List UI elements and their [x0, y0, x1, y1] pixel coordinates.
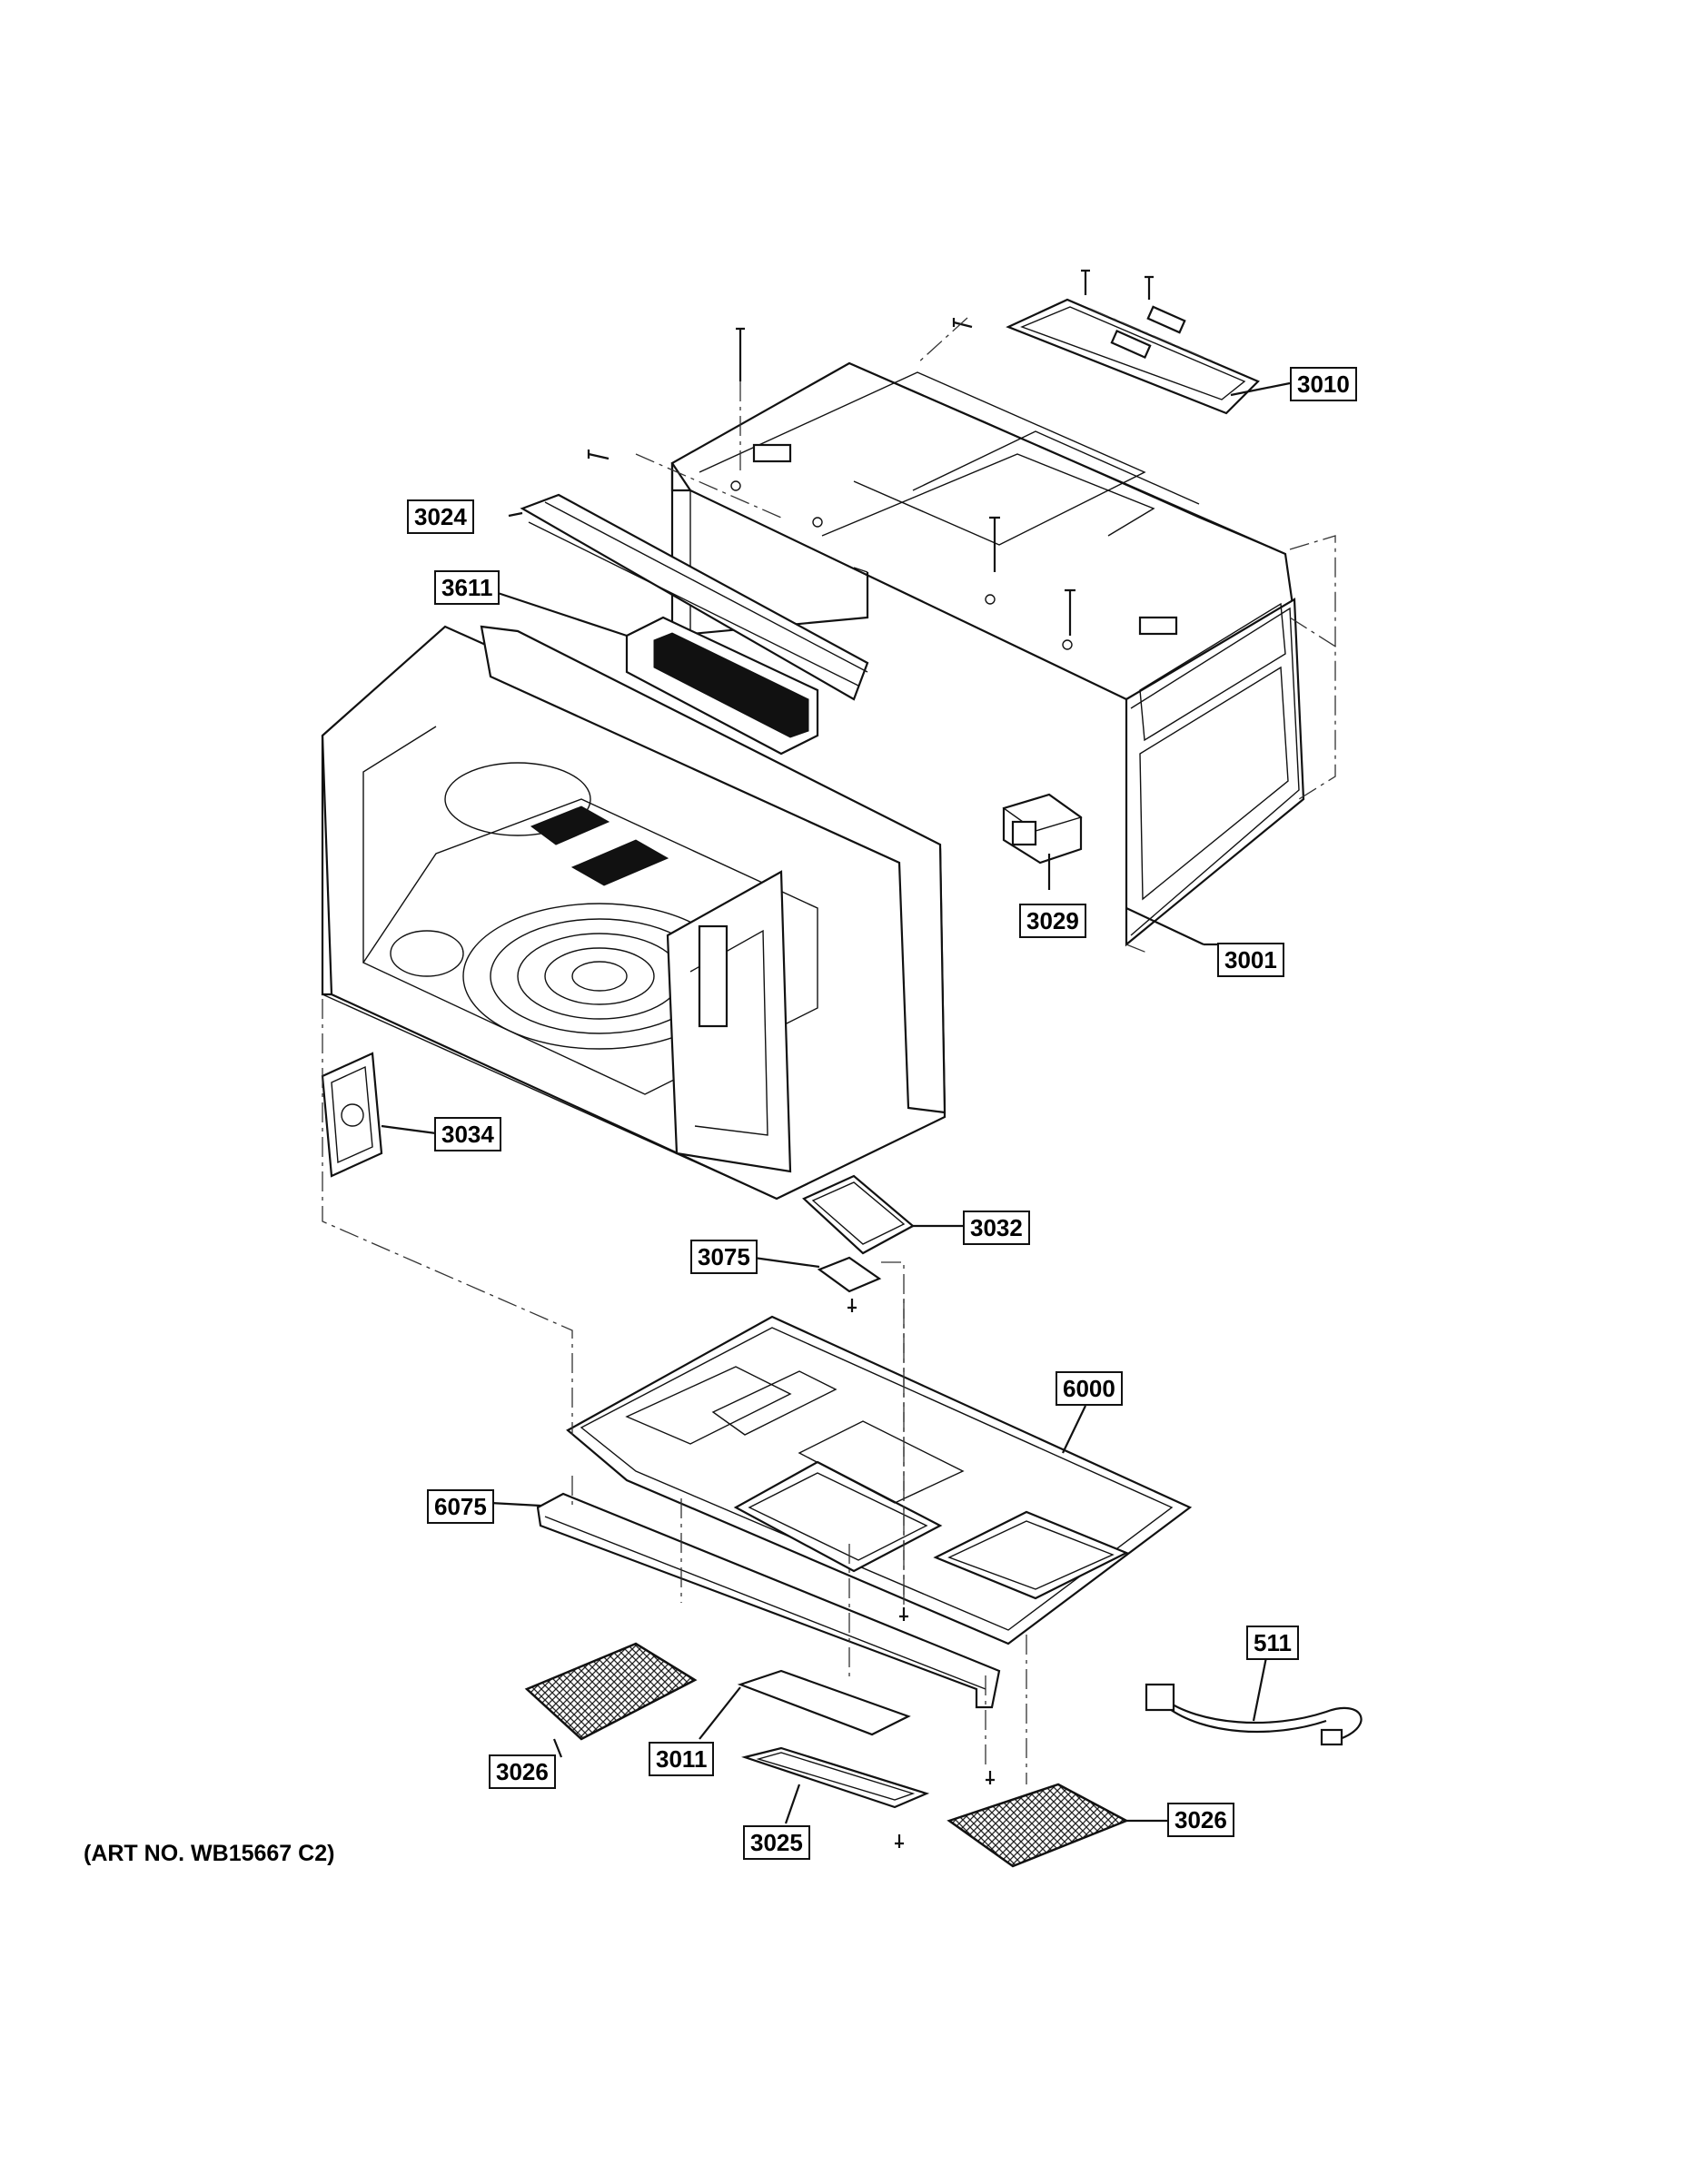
- part-label-3010: 3010: [1290, 367, 1357, 401]
- part-label-6075: 6075: [427, 1489, 494, 1524]
- grease-filter-3026-left: [524, 1642, 698, 1741]
- grease-filter-3026-right: [947, 1783, 1129, 1868]
- screws-top: [587, 269, 1154, 636]
- part-label-3026-right: 3026: [1167, 1803, 1234, 1837]
- lamp-lens-3011: [737, 1669, 911, 1736]
- charcoal-filter-3611: [625, 616, 819, 756]
- part-label-3611: 3611: [434, 570, 501, 605]
- air-guide-6075: [536, 1492, 1001, 1709]
- part-label-3001: 3001: [1217, 943, 1284, 977]
- outer-case-3001: [670, 361, 1305, 947]
- leader-lines: [381, 381, 1291, 1824]
- part-label-3029: 3029: [1019, 904, 1086, 938]
- wire-harness-511: [1145, 1683, 1363, 1746]
- art-number: (ART NO. WB15667 C2): [84, 1841, 335, 1866]
- part-label-3025: 3025: [743, 1825, 810, 1860]
- waveguide-cover-3034: [321, 1052, 383, 1178]
- part-label-3075: 3075: [690, 1240, 758, 1274]
- part-label-3034: 3034: [434, 1117, 501, 1151]
- part-label-511: 511: [1246, 1626, 1299, 1660]
- part-label-3032: 3032: [963, 1211, 1030, 1245]
- lamp-holder-3025: [741, 1607, 995, 1848]
- oven-cavity: [321, 625, 947, 1201]
- part-label-3026-left: 3026: [489, 1754, 556, 1789]
- part-label-3011: 3011: [649, 1742, 715, 1776]
- top-plate-3010: [1006, 298, 1260, 415]
- shield-3075: [817, 1256, 882, 1312]
- vent-grille-3024: [520, 493, 869, 701]
- assembly-guide-lines: [322, 308, 1341, 1784]
- cover-plate-3032: [802, 1174, 915, 1255]
- part-label-3024: 3024: [407, 499, 474, 534]
- damper-3029: [1002, 793, 1083, 865]
- part-label-6000: 6000: [1056, 1371, 1123, 1406]
- base-plate-6000: [566, 1315, 1193, 1645]
